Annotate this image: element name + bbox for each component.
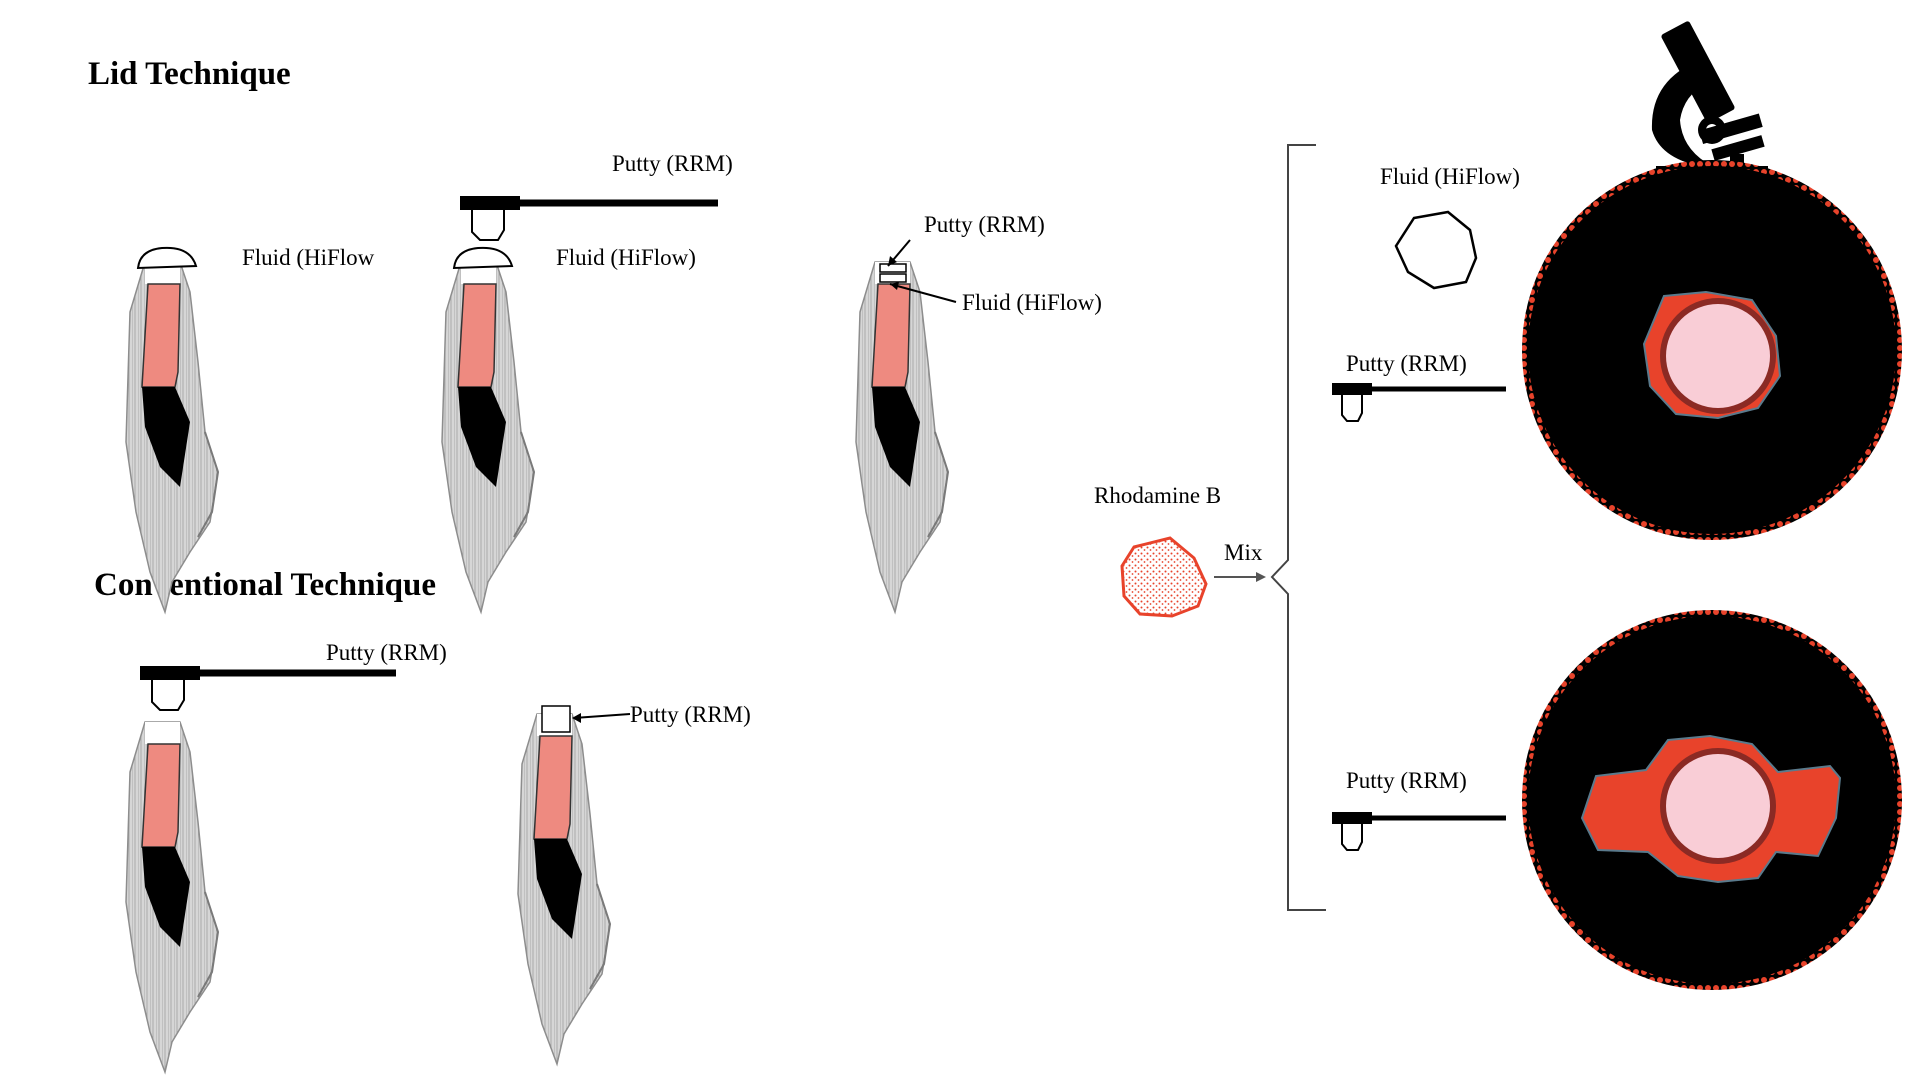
label-putty-rrm: Putty (RRM) <box>326 640 447 665</box>
label-fluid-hiflow: Fluid (HiFlow <box>242 245 375 270</box>
syringe-icon <box>139 665 201 711</box>
title-conventional-technique: Conventional Technique <box>94 567 436 603</box>
tooth-diagram <box>441 246 535 613</box>
tooth-diagram <box>125 721 219 1073</box>
arrow-putty <box>573 713 631 719</box>
cross-section-conventional <box>1522 610 1902 990</box>
tooth-diagram <box>855 261 949 613</box>
tooth-diagram <box>517 705 611 1065</box>
syringe-icon <box>1332 812 1372 851</box>
label-fluid-hiflow: Fluid (HiFlow) <box>962 290 1102 315</box>
label-putty-rrm: Putty (RRM) <box>612 151 733 176</box>
label-rhodamine-b: Rhodamine B <box>1094 483 1221 508</box>
label-putty-rrm: Putty (RRM) <box>1346 768 1467 793</box>
tooth-diagram <box>125 246 219 613</box>
label-fluid-hiflow: Fluid (HiFlow) <box>556 245 696 270</box>
rhodamine-powder <box>1120 536 1208 618</box>
label-putty-rrm: Putty (RRM) <box>630 702 751 727</box>
arrow-fluid <box>889 283 957 303</box>
label-fluid-hiflow: Fluid (HiFlow) <box>1380 164 1520 189</box>
syringe-icon <box>1332 383 1372 422</box>
title-lid-technique: Lid Technique <box>88 56 291 92</box>
grouping-bracket <box>1270 144 1326 911</box>
syringe-icon <box>459 195 521 241</box>
cross-section-lid <box>1522 160 1902 540</box>
microscope-icon <box>1651 21 1768 180</box>
label-putty-rrm: Putty (RRM) <box>924 212 1045 237</box>
label-putty-rrm: Putty (RRM) <box>1346 351 1467 376</box>
label-mix: Mix <box>1224 540 1263 565</box>
fluid-droplet <box>1394 210 1478 290</box>
